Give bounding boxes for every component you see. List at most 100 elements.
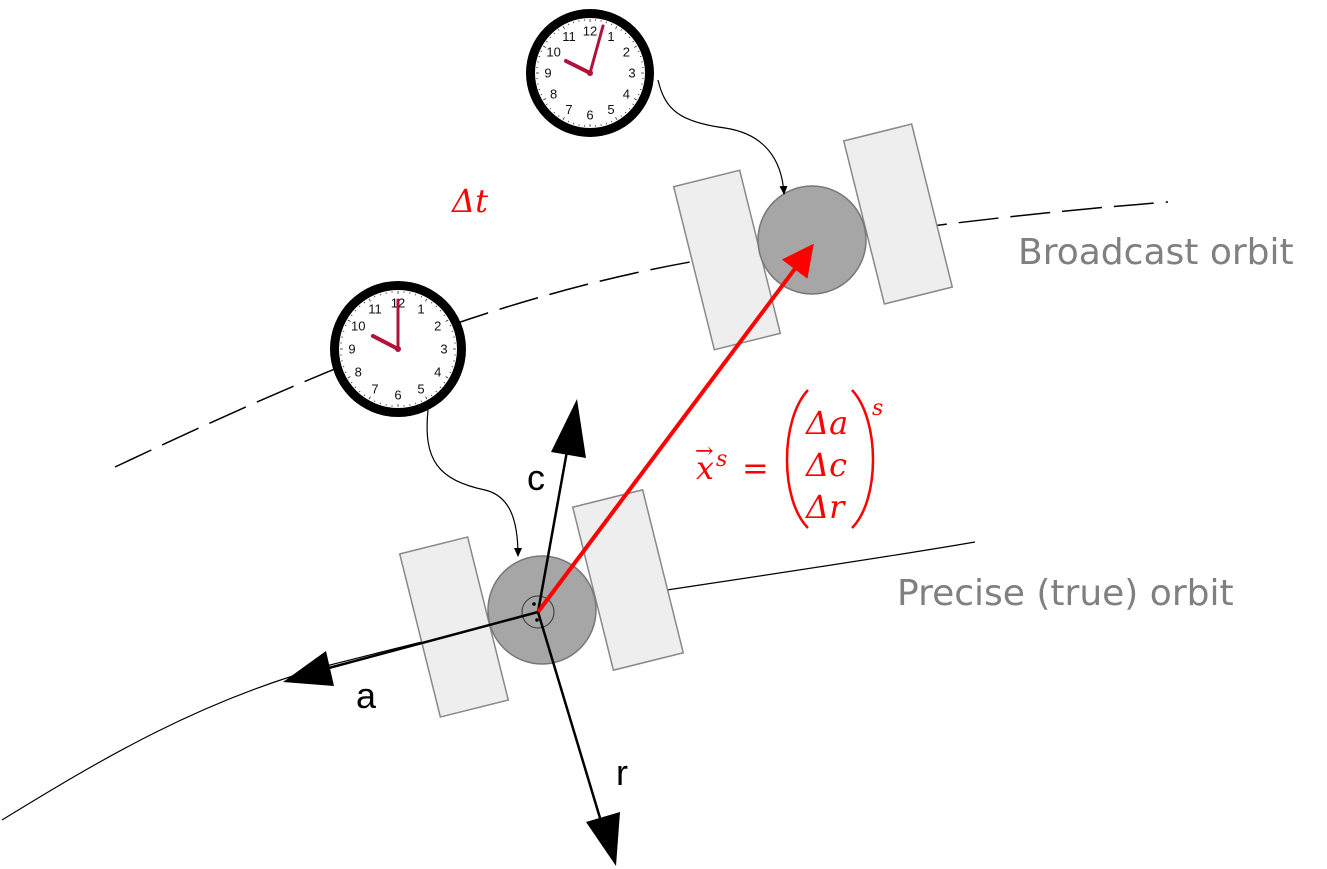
axis-a-arrowhead <box>283 651 334 686</box>
clock-number: 11 <box>562 29 576 44</box>
clock-number: 8 <box>550 87 557 102</box>
vector-superscript: s <box>872 396 883 421</box>
clock-tick <box>344 371 347 373</box>
clock-tick <box>430 394 433 397</box>
clock-tick <box>439 309 442 312</box>
clock-tick <box>610 23 613 26</box>
clock-tick <box>553 32 556 35</box>
clock-tick <box>567 120 570 123</box>
equation-lhs: x <box>696 449 714 487</box>
clock-tick <box>632 103 634 106</box>
clock-tick <box>549 107 552 110</box>
clock-tick <box>363 301 366 304</box>
clock-tick <box>363 394 366 397</box>
origin-dot <box>535 618 539 622</box>
clock-tick <box>546 40 548 43</box>
clock-number: 7 <box>371 381 378 396</box>
clock-tick <box>628 107 631 110</box>
clock-number: 11 <box>368 302 382 317</box>
clock-hour-hand <box>564 59 592 75</box>
clock-tick <box>632 40 634 43</box>
clock-tick <box>344 325 347 327</box>
clock-tick <box>425 298 428 302</box>
clock-tick <box>557 115 560 117</box>
clock-tick <box>449 371 452 373</box>
error-vector-arrow <box>536 243 814 614</box>
satellite-body <box>487 555 597 665</box>
clock-tick <box>435 305 438 308</box>
precise-satellite <box>398 488 685 718</box>
clock-tick <box>445 376 449 379</box>
clock-connector-top <box>657 79 788 195</box>
equation-lhs-superscript: s <box>716 447 727 472</box>
clock-tick <box>347 376 351 379</box>
clock-tick <box>420 400 422 403</box>
vector-component: Δa <box>804 404 848 442</box>
clock-number: 5 <box>607 102 614 117</box>
clock-number: 5 <box>417 381 424 396</box>
clock-tick <box>543 45 547 48</box>
vector-arrow-accent: → <box>695 439 713 464</box>
clock-tick <box>358 305 361 308</box>
axis-r-label: r <box>616 752 628 793</box>
clock-connector-bottom <box>426 409 522 557</box>
satellite-body <box>757 185 867 295</box>
clock-tick <box>610 120 613 123</box>
solar-panel-right <box>571 488 685 672</box>
error-vector-equation: → x s = Δa Δc Δr s <box>695 389 883 529</box>
clock-number: 2 <box>623 45 630 60</box>
clock-tick <box>439 386 442 389</box>
clock-number: 10 <box>546 45 560 60</box>
clock-tick <box>443 381 446 384</box>
clock-tick <box>425 396 428 400</box>
clock-tick <box>624 32 627 35</box>
clock-tick <box>633 98 637 101</box>
axis-r-arrowhead <box>586 812 620 866</box>
clock-tick <box>628 36 631 39</box>
clock-tick <box>540 50 543 53</box>
clock-tick <box>350 314 353 317</box>
precise-orbit-label: Precise (true) orbit <box>897 573 1234 614</box>
clock-tick <box>354 309 357 312</box>
clock-number: 6 <box>394 388 401 403</box>
clock-tick <box>540 93 543 96</box>
clock-number: 9 <box>544 66 551 81</box>
clock-number: 9 <box>348 342 355 357</box>
clock-tick <box>374 295 376 298</box>
clock-tick <box>620 29 623 31</box>
left-parenthesis <box>785 389 809 529</box>
clock-tick <box>615 116 618 120</box>
solar-panel-right <box>842 123 954 305</box>
clock-tick <box>543 98 547 101</box>
clock-hour-hand <box>371 334 400 351</box>
clock-number: 7 <box>565 102 572 117</box>
clock-number: 8 <box>355 365 362 380</box>
clock-tick <box>553 111 556 114</box>
clock-tick <box>624 111 627 114</box>
clock-minute-hand <box>588 24 605 75</box>
axis-c-arrowhead <box>551 399 586 458</box>
clock-number: 1 <box>607 29 614 44</box>
origin-dot <box>532 602 536 606</box>
clock-number: 10 <box>351 319 365 334</box>
clock-number: 1 <box>417 302 424 317</box>
clock-tick <box>430 301 433 304</box>
broadcast-orbit-label: Broadcast orbit <box>1018 232 1294 273</box>
clock-tick <box>546 103 548 106</box>
broadcast-satellite <box>672 123 954 351</box>
axis-c-label: c <box>527 457 545 498</box>
clock-tick <box>562 26 565 30</box>
clock-tick <box>633 45 637 48</box>
clock-tick <box>445 319 449 322</box>
clock-number: 3 <box>440 342 447 357</box>
clock-tick <box>557 29 560 31</box>
axis-a-line <box>324 610 539 671</box>
clock-tick <box>347 319 351 322</box>
clock-tick <box>637 93 640 96</box>
clock-tick <box>368 298 371 302</box>
right-parenthesis <box>851 389 875 529</box>
clock-tick <box>449 325 452 327</box>
clock-number: 4 <box>623 87 630 102</box>
